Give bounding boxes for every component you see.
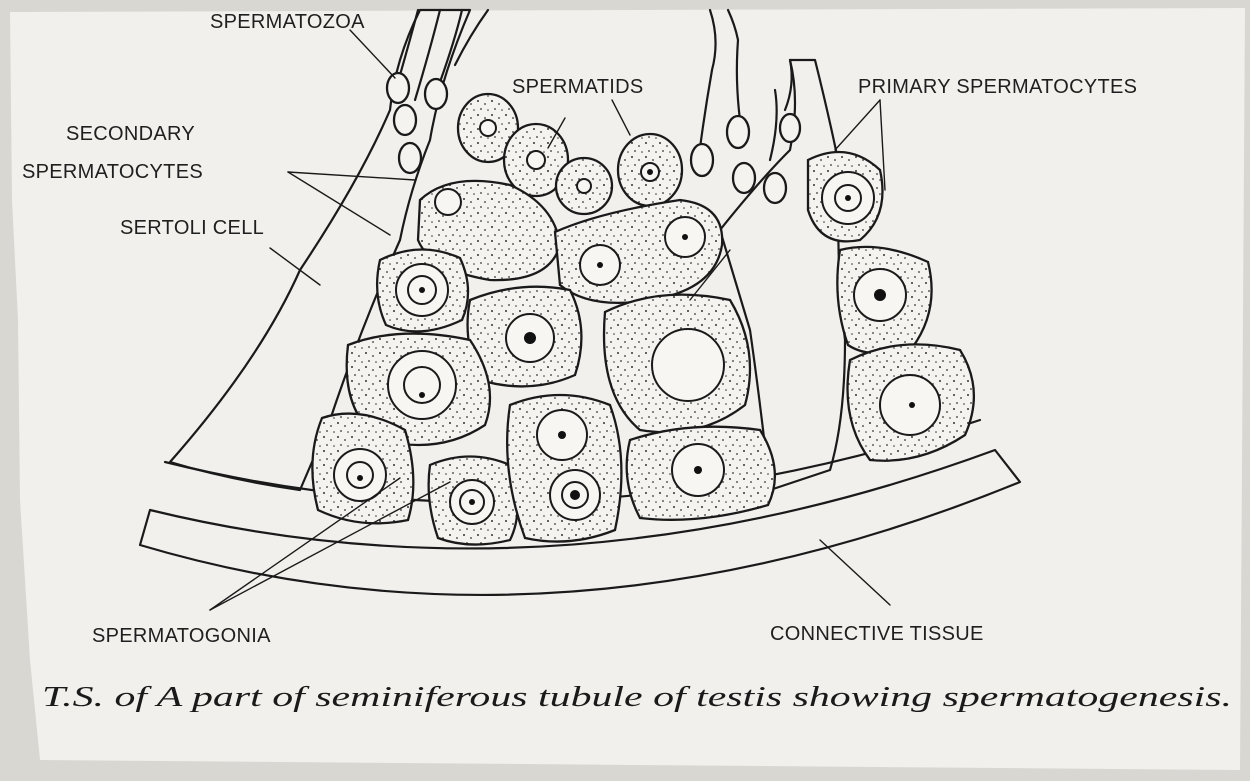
label-primary-spermatocytes: PRIMARY SPERMATOCYTES xyxy=(858,76,1137,98)
label-secondary-line2: SPERMATOCYTES xyxy=(22,161,203,183)
label-spermatids: SPERMATIDS xyxy=(512,76,644,98)
label-spermatozoa: SPERMATOZOA xyxy=(210,11,365,33)
label-connective-tissue: CONNECTIVE TISSUE xyxy=(770,623,984,645)
label-secondary-line1: SECONDARY xyxy=(66,123,195,145)
figure-caption: T.S. of A part of seminiferous tubule of… xyxy=(42,681,1232,713)
label-spermatogonia: SPERMATOGONIA xyxy=(92,625,271,647)
label-sertoli-cell: SERTOLI CELL xyxy=(120,217,264,239)
